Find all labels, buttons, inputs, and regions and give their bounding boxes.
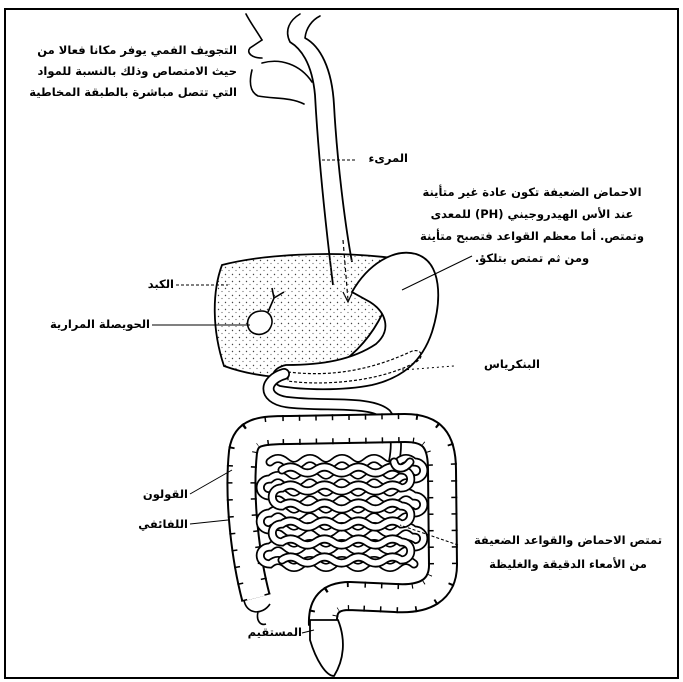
stomach-note-line-4: ومن ثم تمتص بتلكؤ. (398, 247, 666, 269)
lips-line (249, 40, 262, 58)
esophagus-left-wall (290, 42, 333, 285)
mouth-note: التجويف الفمي يوفر مكانا فعالا من حيث ال… (18, 40, 237, 103)
nose-line (246, 14, 262, 40)
mouth-note-line-3: التي تتصل مباشرة بالطبقة المخاطية (18, 82, 237, 103)
esophagus-right-wall (305, 38, 352, 262)
pharynx-line (288, 14, 300, 42)
mouth-note-line-2: حيث الامتصاص وذلك بالنسبة للمواد (18, 61, 237, 82)
esophagus-label: المرىء (356, 151, 408, 165)
mouth-note-line-1: التجويف الفمي يوفر مكانا فعالا من (18, 40, 237, 61)
liver-label: الكبد (124, 277, 174, 291)
ileum-leader (190, 520, 228, 524)
jaw-line (250, 70, 304, 104)
colon-leader (190, 470, 232, 494)
small-intestine (260, 459, 424, 568)
rectum-label: المستقيم (238, 625, 302, 639)
intestines-note: تمتص الاحماض والقواعد الضعيفة من الأمعاء… (456, 528, 680, 576)
pancreas-label: البنكرياس (456, 357, 540, 371)
gallbladder-sac (248, 311, 272, 334)
colon-label: القولون (138, 487, 188, 501)
pharynx-back-line (305, 16, 320, 38)
ileum-label: اللفائفي (136, 517, 188, 531)
tongue-line (262, 61, 312, 82)
intestines-note-line-2: من الأمعاء الدقيقة والغليظة (456, 552, 680, 576)
appendix (244, 600, 270, 624)
intestines-note-line-1: تمتص الاحماض والقواعد الضعيفة (456, 528, 680, 552)
stomach-note-line-1: الاحماض الضعيفة تكون عادة غير متأينة (398, 181, 666, 203)
gallbladder-label: الحويصلة المرارية (28, 317, 150, 331)
rectum (310, 620, 343, 676)
head-outline (246, 14, 320, 104)
stomach-note-line-3: وتمتص. أما معظم القواعد فتصبح متأينة (398, 225, 666, 247)
stomach-note: الاحماض الضعيفة تكون عادة غير متأينة عند… (398, 181, 666, 269)
stomach-note-line-2: عند الأس الهيدروجيني (PH) للمعدى (398, 203, 666, 225)
